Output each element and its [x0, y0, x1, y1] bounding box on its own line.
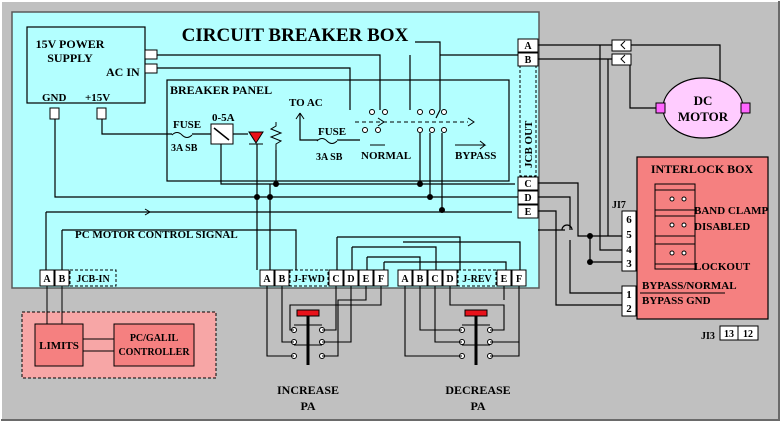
svg-text:F: F [516, 274, 522, 285]
pc-signal-label: PC MOTOR CONTROL SIGNAL [75, 229, 238, 241]
svg-text:15V POWER: 15V POWER [36, 37, 105, 51]
svg-text:PC/GALIL: PC/GALIL [130, 333, 179, 344]
output-connector: A B C D E [517, 38, 539, 219]
meter-label: 0-5A [212, 112, 235, 124]
normal-label: NORMAL [361, 150, 411, 162]
fuse1-rating: 3A SB [171, 143, 198, 154]
decrease-label-1: DECREASE [445, 383, 510, 397]
jcb-out-label: JCB OUT [523, 120, 535, 168]
svg-text:BYPASS GND: BYPASS GND [642, 295, 711, 307]
svg-text:JCB-IN: JCB-IN [76, 274, 110, 285]
dc-motor: DC MOTOR [655, 77, 751, 139]
decrease-label-2: PA [470, 399, 485, 413]
svg-text:E: E [525, 207, 532, 218]
increase-label-2: PA [300, 399, 315, 413]
svg-text:E: E [501, 274, 508, 285]
svg-text:B: B [279, 274, 286, 285]
svg-text:2: 2 [626, 303, 632, 315]
svg-text:GND: GND [42, 92, 67, 104]
interlock-box: INTERLOCK BOX BAND CLAMP DISABLED LOCKOU… [636, 156, 769, 320]
ji3-label: JI3 [701, 331, 715, 342]
fuse1-label: FUSE [173, 119, 201, 131]
svg-text:1: 1 [626, 289, 632, 301]
increase-label-1: INCREASE [277, 383, 339, 397]
pc-galil-box [113, 323, 195, 367]
svg-text:D: D [347, 274, 354, 285]
svg-text:+15V: +15V [85, 92, 110, 104]
svg-text:CONTROLLER: CONTROLLER [118, 347, 190, 358]
svg-text:SUPPLY: SUPPLY [47, 51, 93, 65]
svg-text:B: B [417, 274, 424, 285]
svg-text:BAND CLAMP: BAND CLAMP [694, 205, 769, 217]
ji3-connector: 13 12 [719, 325, 759, 341]
svg-text:A: A [43, 274, 51, 285]
svg-text:F: F [378, 274, 384, 285]
power-supply: 15V POWER SUPPLY AC IN GND +15V [26, 26, 146, 104]
svg-text:J-FWD: J-FWD [293, 274, 325, 285]
svg-text:LOCKOUT: LOCKOUT [694, 261, 751, 273]
to-ac-label: TO AC [289, 97, 323, 109]
bypass-label: BYPASS [455, 150, 496, 162]
svg-text:DISABLED: DISABLED [694, 221, 750, 233]
limits-label: LIMITS [39, 340, 79, 352]
svg-text:C: C [524, 179, 531, 190]
svg-text:INTERLOCK BOX: INTERLOCK BOX [651, 162, 754, 176]
svg-text:12: 12 [743, 329, 753, 340]
limits-box [34, 323, 84, 367]
j-fwd-connector: A B J-FWD C D E F [259, 269, 389, 287]
svg-text:C: C [431, 274, 438, 285]
breaker-panel-title: BREAKER PANEL [170, 83, 272, 97]
led-indicator [248, 131, 264, 144]
svg-text:D: D [524, 193, 531, 204]
svg-text:AC IN: AC IN [106, 65, 140, 79]
svg-text:A: A [524, 41, 532, 52]
svg-text:J-REV: J-REV [462, 274, 492, 285]
jcb-in-connector: A B JCB-IN [39, 269, 117, 287]
svg-text:DC: DC [694, 93, 713, 108]
svg-text:6: 6 [626, 214, 632, 226]
svg-text:5: 5 [626, 229, 632, 241]
svg-text:3: 3 [626, 258, 632, 270]
resistor [269, 122, 283, 150]
svg-text:B: B [525, 55, 532, 66]
fuse2-rating: 3A SB [316, 152, 343, 163]
switch-contacts [362, 109, 447, 133]
svg-text:13: 13 [724, 329, 734, 340]
svg-text:E: E [363, 274, 370, 285]
svg-text:C: C [332, 274, 339, 285]
svg-text:D: D [446, 274, 453, 285]
box-title: CIRCUIT BREAKER BOX [182, 25, 409, 46]
ji7-label: JI7 [612, 200, 626, 211]
svg-text:B: B [59, 274, 66, 285]
ji7-connector: 6 5 4 3 1 2 [621, 210, 637, 317]
svg-text:BYPASS/NORMAL: BYPASS/NORMAL [642, 280, 737, 292]
svg-text:4: 4 [626, 244, 632, 256]
svg-text:MOTOR: MOTOR [678, 109, 729, 124]
fuse2-label: FUSE [318, 126, 346, 138]
svg-text:A: A [263, 274, 271, 285]
j-rev-connector: A B C D J-REV E F [397, 269, 527, 287]
svg-text:A: A [401, 274, 409, 285]
